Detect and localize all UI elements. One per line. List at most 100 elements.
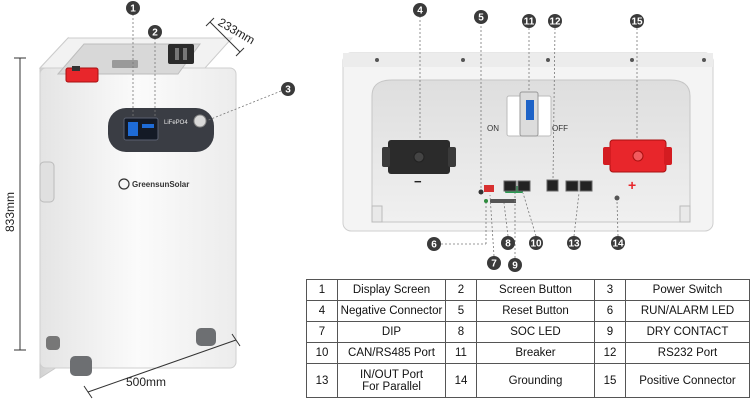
display-digits	[128, 122, 138, 136]
breaker-off-label: OFF	[552, 124, 568, 133]
callout-marker-5: 5	[474, 10, 488, 24]
legend-number: 11	[445, 342, 477, 364]
wheel	[70, 356, 92, 376]
handle-slot	[39, 161, 55, 203]
svg-text:12: 12	[549, 17, 561, 28]
brand-name: GreensunSolar	[132, 180, 189, 189]
legend-number: 15	[594, 363, 626, 398]
svg-text:8: 8	[505, 239, 511, 250]
svg-text:5: 5	[478, 13, 484, 24]
chemistry-label: LiFePO4	[164, 120, 188, 126]
svg-text:4: 4	[417, 6, 423, 17]
legend-label: RUN/ALARM LED	[625, 300, 750, 322]
svg-text:13: 13	[568, 239, 580, 250]
svg-text:2: 2	[152, 28, 158, 39]
cabinet-connector-pin	[175, 48, 179, 60]
legend-number: 5	[445, 300, 477, 322]
depth-dimension-line	[209, 21, 241, 53]
mount-hole	[630, 58, 634, 62]
legend-label: RS232 Port	[625, 342, 750, 364]
panel-foot	[371, 205, 383, 223]
display-digits	[142, 124, 154, 128]
svg-text:10: 10	[530, 239, 542, 250]
callout-marker-1: 1	[126, 1, 140, 15]
legend-number: 4	[306, 300, 338, 322]
parallel-out-port	[579, 180, 593, 192]
cabinet-top-opening	[56, 43, 201, 75]
callout-marker-13: 13	[567, 236, 581, 250]
callout-marker-9: 9	[508, 258, 522, 272]
legend-number: 2	[445, 279, 477, 301]
legend-number: 1	[306, 279, 338, 301]
legend-number: 7	[306, 321, 338, 343]
legend-label: Positive Connector	[625, 363, 750, 398]
svg-text:3: 3	[285, 85, 291, 96]
legend-label: SOC LED	[476, 321, 595, 343]
parallel-in-port	[565, 180, 579, 192]
wheel	[196, 328, 216, 346]
negative-sign: −	[414, 174, 422, 189]
svg-text:6: 6	[431, 240, 437, 251]
svg-text:14: 14	[612, 239, 624, 250]
legend-label: Screen Button	[476, 279, 595, 301]
panel-foot	[679, 205, 691, 223]
cabinet-negative-connector	[168, 44, 194, 64]
legend-number: 8	[445, 321, 477, 343]
power-switch-knob	[193, 114, 207, 128]
cabinet-connector-pin	[183, 48, 187, 60]
callout-marker-4: 4	[413, 3, 427, 17]
grounding-point	[614, 195, 620, 201]
cabinet-positive-terminal	[65, 67, 99, 83]
legend-label: Power Switch	[625, 279, 750, 301]
callout-marker-6: 6	[427, 237, 441, 251]
callout-marker-3: 3	[281, 82, 295, 96]
mount-hole	[546, 58, 550, 62]
soc-led-bar	[490, 199, 516, 203]
width-dimension-line	[87, 339, 237, 393]
can-port	[503, 180, 517, 192]
callout-marker-15: 15	[630, 14, 644, 28]
positive-sign: +	[628, 177, 636, 193]
callout-marker-8: 8	[501, 236, 515, 250]
legend-label: DIP	[337, 321, 446, 343]
svg-text:15: 15	[631, 17, 643, 28]
svg-text:1: 1	[130, 4, 136, 15]
legend-label: Grounding	[476, 363, 595, 398]
legend-label: Breaker	[476, 342, 595, 364]
legend-label: Display Screen	[337, 279, 446, 301]
battery-cabinet: LiFePO4 GreensunSolar	[38, 36, 237, 379]
callout-marker-10: 10	[529, 236, 543, 250]
legend-label: Negative Connector	[337, 300, 446, 322]
leader-lines	[132, 14, 638, 258]
svg-text:7: 7	[491, 259, 497, 270]
callout-markers: 1 2 3 4 5 6 7 8 9 10 11 12 13 14 15	[126, 1, 644, 272]
width-label: 500mm	[126, 375, 166, 389]
mount-hole	[461, 58, 465, 62]
rs485-port	[517, 180, 531, 192]
svg-text:11: 11	[524, 17, 535, 28]
cabinet-top-ports	[112, 60, 138, 68]
connection-panel: − + ON OFF	[342, 52, 714, 232]
legend-label: Reset Button	[476, 300, 595, 322]
legend-number: 14	[445, 363, 477, 398]
legend-label: DRY CONTACT	[625, 321, 750, 343]
legend-number: 12	[594, 342, 626, 364]
legend-label: CAN/RS485 Port	[337, 342, 446, 364]
wheel	[46, 336, 60, 350]
callout-marker-7: 7	[487, 256, 501, 270]
reset-button	[478, 189, 484, 195]
legend-number: 10	[306, 342, 338, 364]
callout-marker-2: 2	[148, 25, 162, 39]
panel-recess	[371, 79, 691, 223]
breaker-toggle	[526, 100, 534, 120]
legend-number: 6	[594, 300, 626, 322]
height-label: 833mm	[3, 192, 17, 232]
callout-marker-14: 14	[611, 236, 625, 250]
panel-top-rail	[343, 53, 713, 67]
